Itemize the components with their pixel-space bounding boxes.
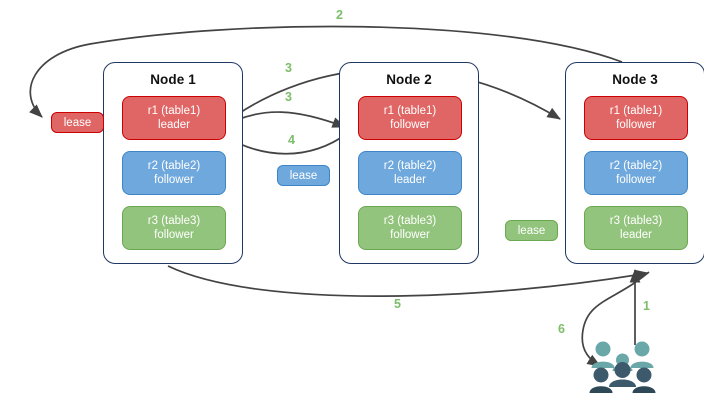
users-icon — [589, 341, 656, 393]
step-label-6: 6 — [558, 322, 565, 336]
step-label-1: 1 — [643, 299, 650, 313]
node-container-1[interactable]: Node 1 r1 (table1) leader r2 (table2) fo… — [103, 62, 243, 264]
replica-role: follower — [154, 174, 194, 186]
replica-name: r3 (table3) — [383, 215, 437, 227]
arrow-step-5 — [167, 265, 650, 297]
replica-node1-r2[interactable]: r2 (table2) follower — [122, 151, 226, 195]
replica-node3-r1[interactable]: r1 (table1) follower — [584, 96, 688, 140]
replica-role: follower — [390, 229, 430, 241]
replica-node3-r3[interactable]: r3 (table3) leader — [584, 206, 688, 250]
node-title: Node 2 — [386, 72, 432, 87]
replica-node2-r2[interactable]: r2 (table2) leader — [358, 151, 462, 195]
replica-name: r3 (table3) — [609, 215, 663, 227]
step-label-2: 2 — [336, 8, 343, 22]
replica-node1-r3[interactable]: r3 (table3) follower — [122, 206, 226, 250]
lease-label: lease — [289, 169, 318, 182]
replica-name: r1 (table1) — [609, 105, 663, 117]
lease-label: lease — [517, 224, 546, 237]
step-label-5: 5 — [394, 297, 401, 311]
replica-name: r2 (table2) — [147, 160, 201, 172]
replica-name: r1 (table1) — [383, 105, 437, 117]
step-label-4: 4 — [288, 133, 295, 147]
replica-node3-r2[interactable]: r2 (table2) follower — [584, 151, 688, 195]
replica-role: follower — [154, 229, 194, 241]
replica-role: follower — [616, 119, 656, 131]
replica-role: leader — [620, 229, 652, 241]
replica-name: r2 (table2) — [609, 160, 663, 172]
replica-role: leader — [394, 174, 426, 186]
replica-name: r2 (table2) — [383, 160, 437, 172]
step-label-3b: 3 — [285, 90, 292, 104]
replica-role: leader — [158, 119, 190, 131]
replica-name: r1 (table1) — [147, 105, 201, 117]
lease-label: lease — [63, 116, 92, 129]
lease-badge-r2[interactable]: lease — [277, 165, 330, 186]
node-container-3[interactable]: Node 3 r1 (table1) follower r2 (table2) … — [565, 62, 704, 264]
replica-node2-r1[interactable]: r1 (table1) follower — [358, 96, 462, 140]
replica-node2-r3[interactable]: r3 (table3) follower — [358, 206, 462, 250]
replica-role: follower — [390, 119, 430, 131]
node-title: Node 1 — [150, 72, 196, 87]
arrow-step-4 — [225, 132, 349, 155]
lease-badge-r3[interactable]: lease — [505, 220, 558, 241]
step-label-3a: 3 — [285, 61, 292, 75]
replica-name: r3 (table3) — [147, 215, 201, 227]
lease-badge-r1[interactable]: lease — [51, 112, 104, 133]
replica-role: follower — [616, 174, 656, 186]
replica-node1-r1[interactable]: r1 (table1) leader — [122, 96, 226, 140]
node-title: Node 3 — [612, 72, 658, 87]
node-container-2[interactable]: Node 2 r1 (table1) follower r2 (table2) … — [339, 62, 479, 264]
